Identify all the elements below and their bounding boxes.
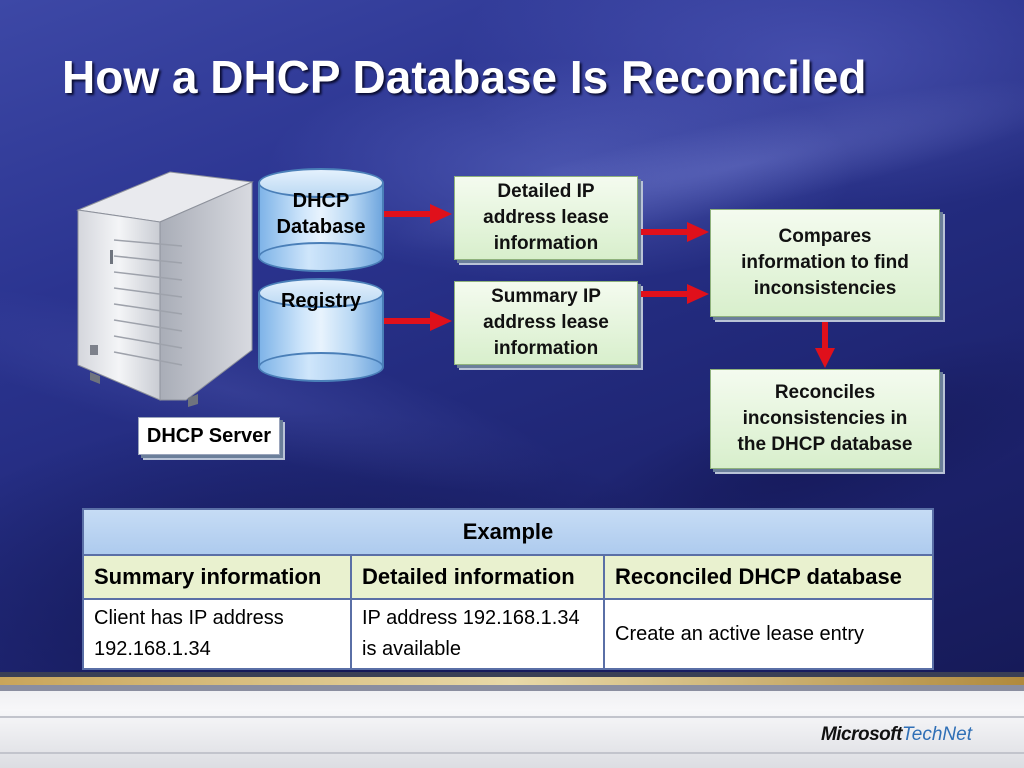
server-illustration <box>76 171 254 407</box>
header-detailed-information: Detailed information <box>350 554 605 600</box>
detailed-lease-info-box: Detailed IP address lease information <box>454 176 638 260</box>
footer-accent-line <box>0 685 1024 691</box>
dhcp-server-label: DHCP Server <box>138 417 280 455</box>
footer-divider <box>0 752 1024 754</box>
reconciles-box: Reconciles inconsistencies in the DHCP d… <box>710 369 940 469</box>
registry-label: Registry <box>280 290 362 312</box>
header-reconciled-dhcp-database: Reconciled DHCP database <box>603 554 934 600</box>
slide-title: How a DHCP Database Is Reconciled <box>62 51 867 103</box>
dhcp-database-label: DHCP Database <box>276 190 366 238</box>
table-cell: Client has IP address 192.168.1.34 <box>82 598 352 670</box>
footer-accent-line <box>0 677 1024 685</box>
table-cell: Create an active lease entry <box>603 598 934 670</box>
footer-divider <box>0 716 1024 718</box>
table-caption-row: Example <box>82 508 934 556</box>
header-summary-information: Summary information <box>82 554 352 600</box>
registry-cylinder: Registry <box>258 278 384 382</box>
table-cell: IP address 192.168.1.34 is available <box>350 598 605 670</box>
example-table: Example Summary information Detailed inf… <box>82 508 934 670</box>
microsoft-technet-logo: MicrosoftTechNet <box>821 724 972 746</box>
arrow-registry-to-summary <box>384 311 452 331</box>
brand-microsoft: Microsoft <box>820 724 903 745</box>
table-caption: Example <box>82 508 934 556</box>
summary-lease-info-box: Summary IP address lease information <box>454 281 638 365</box>
arrow-compares-to-reconciles <box>815 322 835 368</box>
arrow-detailed-to-compares <box>641 222 709 242</box>
footer-accent-line <box>0 672 1024 677</box>
dhcp-database-cylinder: DHCP Database <box>258 168 384 272</box>
brand-technet: TechNet <box>901 724 972 745</box>
compares-info-box: Compares information to find inconsisten… <box>710 209 940 317</box>
table-header-row: Summary information Detailed information… <box>82 554 934 600</box>
table-row: Client has IP address 192.168.1.34 IP ad… <box>82 598 934 670</box>
arrow-database-to-detailed <box>384 204 452 224</box>
arrow-summary-to-compares <box>641 284 709 304</box>
